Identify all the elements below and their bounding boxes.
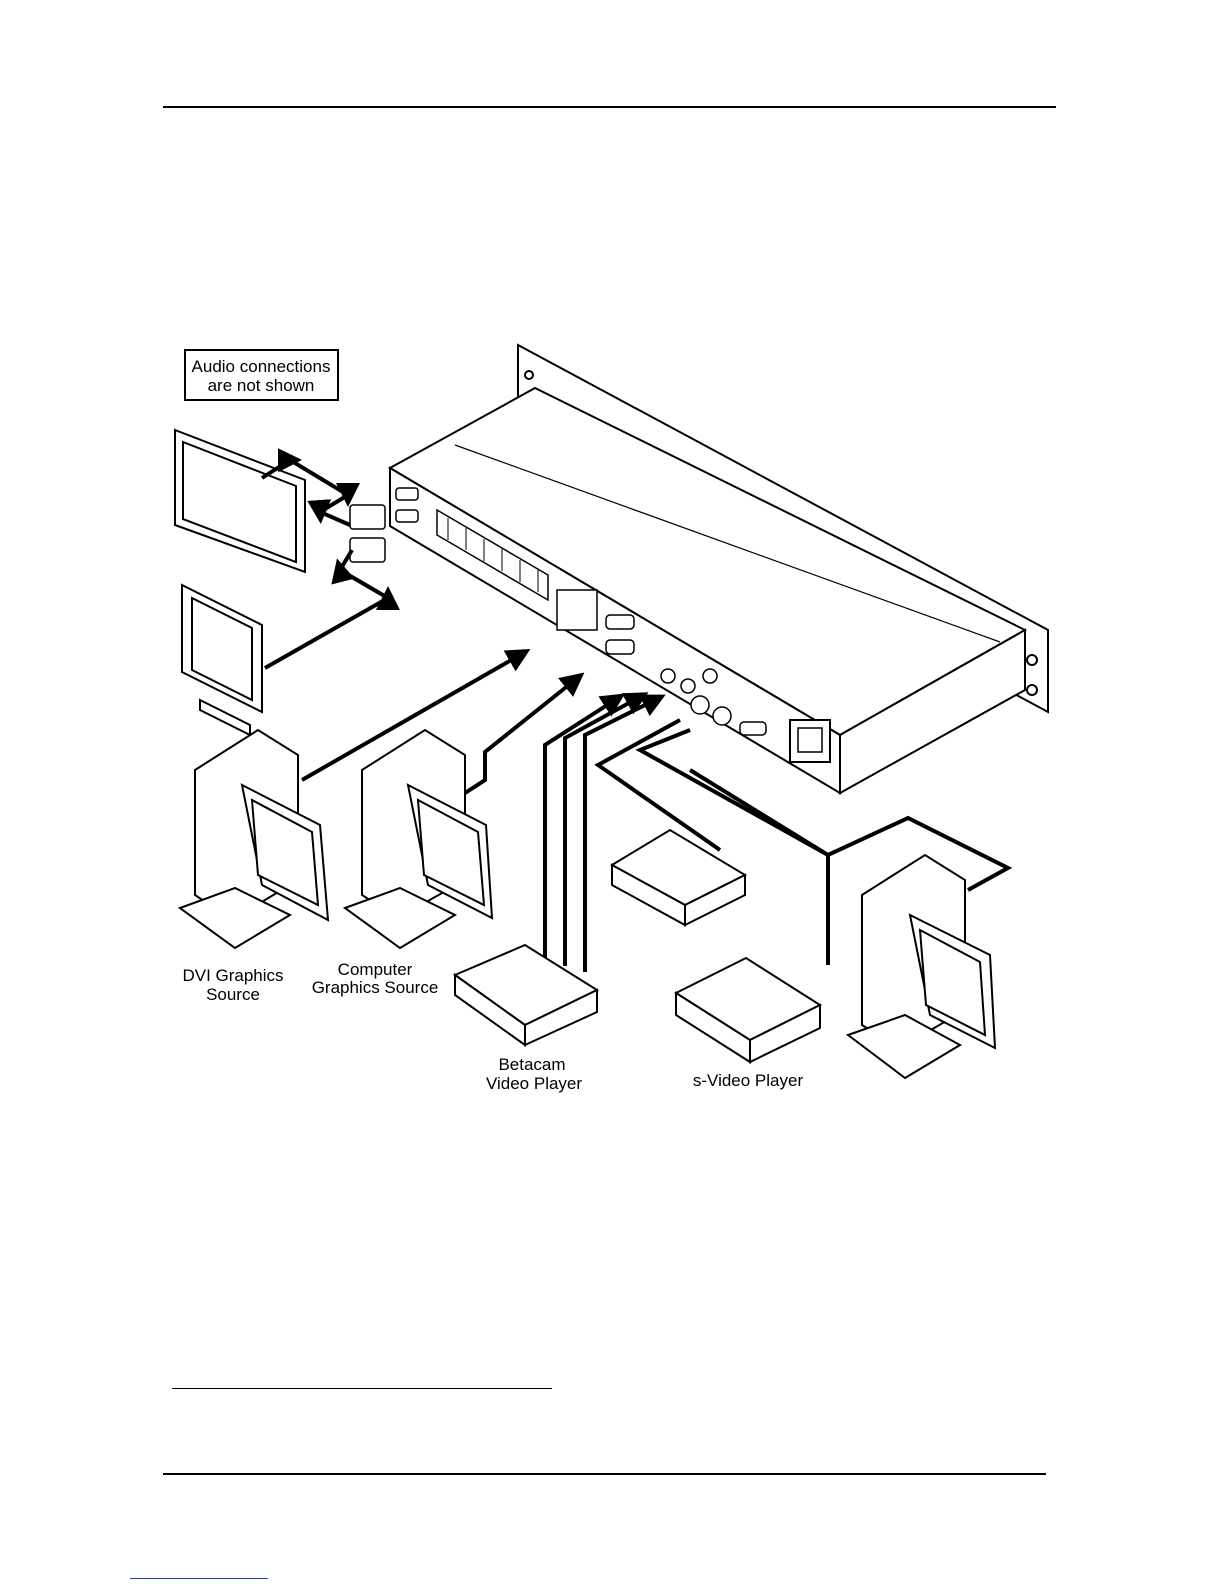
dvi-graphics-source-computer [180,730,328,948]
label-betacam-1: Betacam [498,1055,565,1074]
label-computer-source-1: Computer [338,960,413,979]
label-betacam-2: Video Player [486,1074,582,1093]
note-line-1: Audio connections [192,357,331,376]
output-connectors [350,505,385,562]
note-line-2: are not shown [208,376,315,395]
label-computer-source-2: Graphics Source [312,978,439,997]
switcher-unit [390,345,1048,793]
s-video-player [676,958,820,1062]
label-s-video: s-Video Player [693,1071,804,1090]
label-dvi-source-2: Source [206,985,260,1004]
video-player [612,830,745,925]
betacam-video-player [455,945,597,1045]
flat-panel-display [175,430,305,572]
output-monitor [182,585,262,735]
label-dvi-source-1: DVI Graphics [182,966,283,985]
note-box: Audio connections are not shown [185,350,338,400]
computer-graphics-source [345,730,492,948]
